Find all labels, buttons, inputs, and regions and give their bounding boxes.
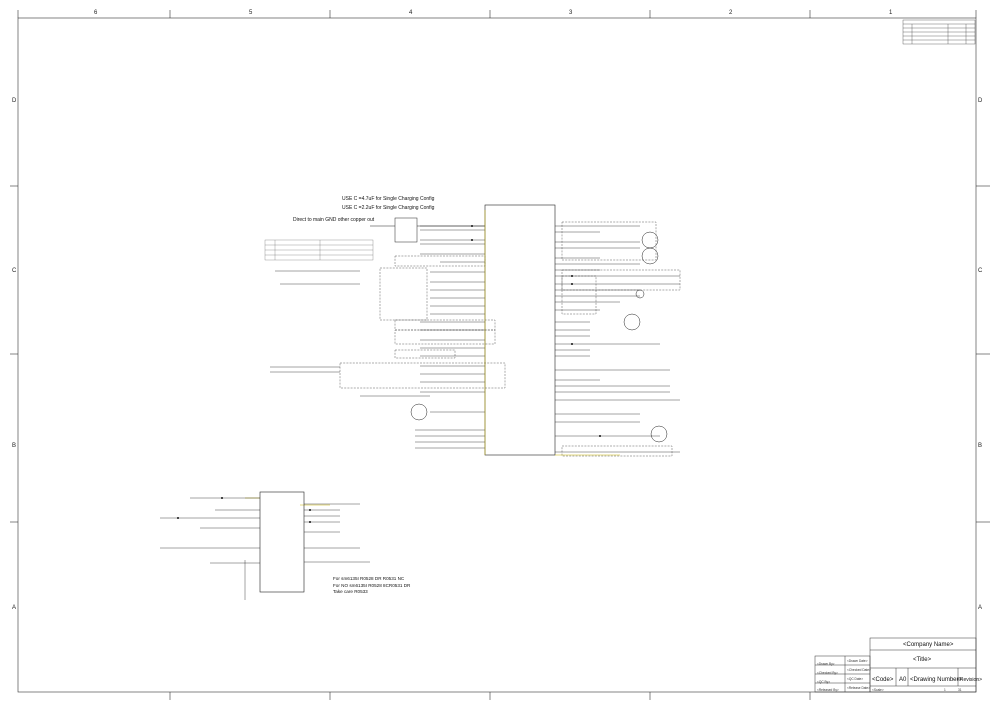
drawn-date: <Drawn Date> <box>847 659 868 663</box>
code-field: <Code> <box>872 677 894 683</box>
regulator-block <box>370 217 485 243</box>
zone-col-6: 6 <box>94 10 98 16</box>
note-gnd: Direct to main GND other copper out <box>293 217 375 223</box>
info-table <box>264 239 374 261</box>
released-by: <Released By> <box>817 688 839 692</box>
zone-row-d: D <box>12 98 17 104</box>
sheet-of: 31 <box>958 688 962 692</box>
zone-row-a-right: A <box>978 605 983 611</box>
secondary-ic-wires <box>160 497 370 600</box>
zone-col-4: 4 <box>409 10 413 16</box>
main-ic <box>484 204 556 456</box>
secondary-ic <box>259 491 305 593</box>
scale-field: <Scale> <box>872 688 884 692</box>
sheet-title: <Title> <box>913 657 932 663</box>
note-cap-22: USE C =2.2uF for Single Charging Config <box>342 205 435 211</box>
note-cap-47: USE C =4.7uF for Single Charging Config <box>342 196 435 202</box>
released-date: <Release Date> <box>847 686 871 690</box>
drawn-by: <Drawn By> <box>817 662 835 666</box>
zone-row-c-right: C <box>978 268 983 274</box>
note-lower-2: For NO sm6135I R0528 8CR0531 DR <box>333 583 411 588</box>
zone-row-b-right: B <box>978 443 983 449</box>
note-lower-3: Take care R0533 <box>333 589 368 594</box>
company-name: <Company Name> <box>903 642 954 648</box>
size-field: A0 <box>899 677 907 683</box>
left-wires <box>270 270 430 397</box>
qc-by: <QC By> <box>817 680 831 684</box>
revision-table <box>902 19 976 45</box>
ic-left-wires <box>415 225 485 449</box>
subcircuit-boxes <box>339 221 681 457</box>
bus-lines <box>245 210 620 506</box>
zone-row-c: C <box>12 268 17 274</box>
qc-date: <QC Date> <box>847 677 864 681</box>
zone-col-5: 5 <box>249 10 253 16</box>
zone-col-2: 2 <box>729 10 733 16</box>
checked-date: <Checked Date> <box>847 668 871 672</box>
sheet-number: 1 <box>944 688 946 692</box>
zone-row-a: A <box>12 605 17 611</box>
junction-dots <box>177 225 601 523</box>
zone-col-1: 1 <box>889 10 893 16</box>
note-lower-1: For sm6135I R0528 DR R0531 NC <box>333 576 405 581</box>
zone-row-d-right: D <box>978 98 983 104</box>
connector-circles <box>410 231 668 443</box>
title-block <box>814 637 977 693</box>
zone-row-b: B <box>12 443 17 449</box>
drawing-number: <Drawing Number> <box>910 677 963 683</box>
sheet-border <box>10 10 990 700</box>
zone-col-3: 3 <box>569 10 573 16</box>
checked-by: <Checked By> <box>817 671 838 675</box>
revision-field: <Revision> <box>957 677 983 683</box>
